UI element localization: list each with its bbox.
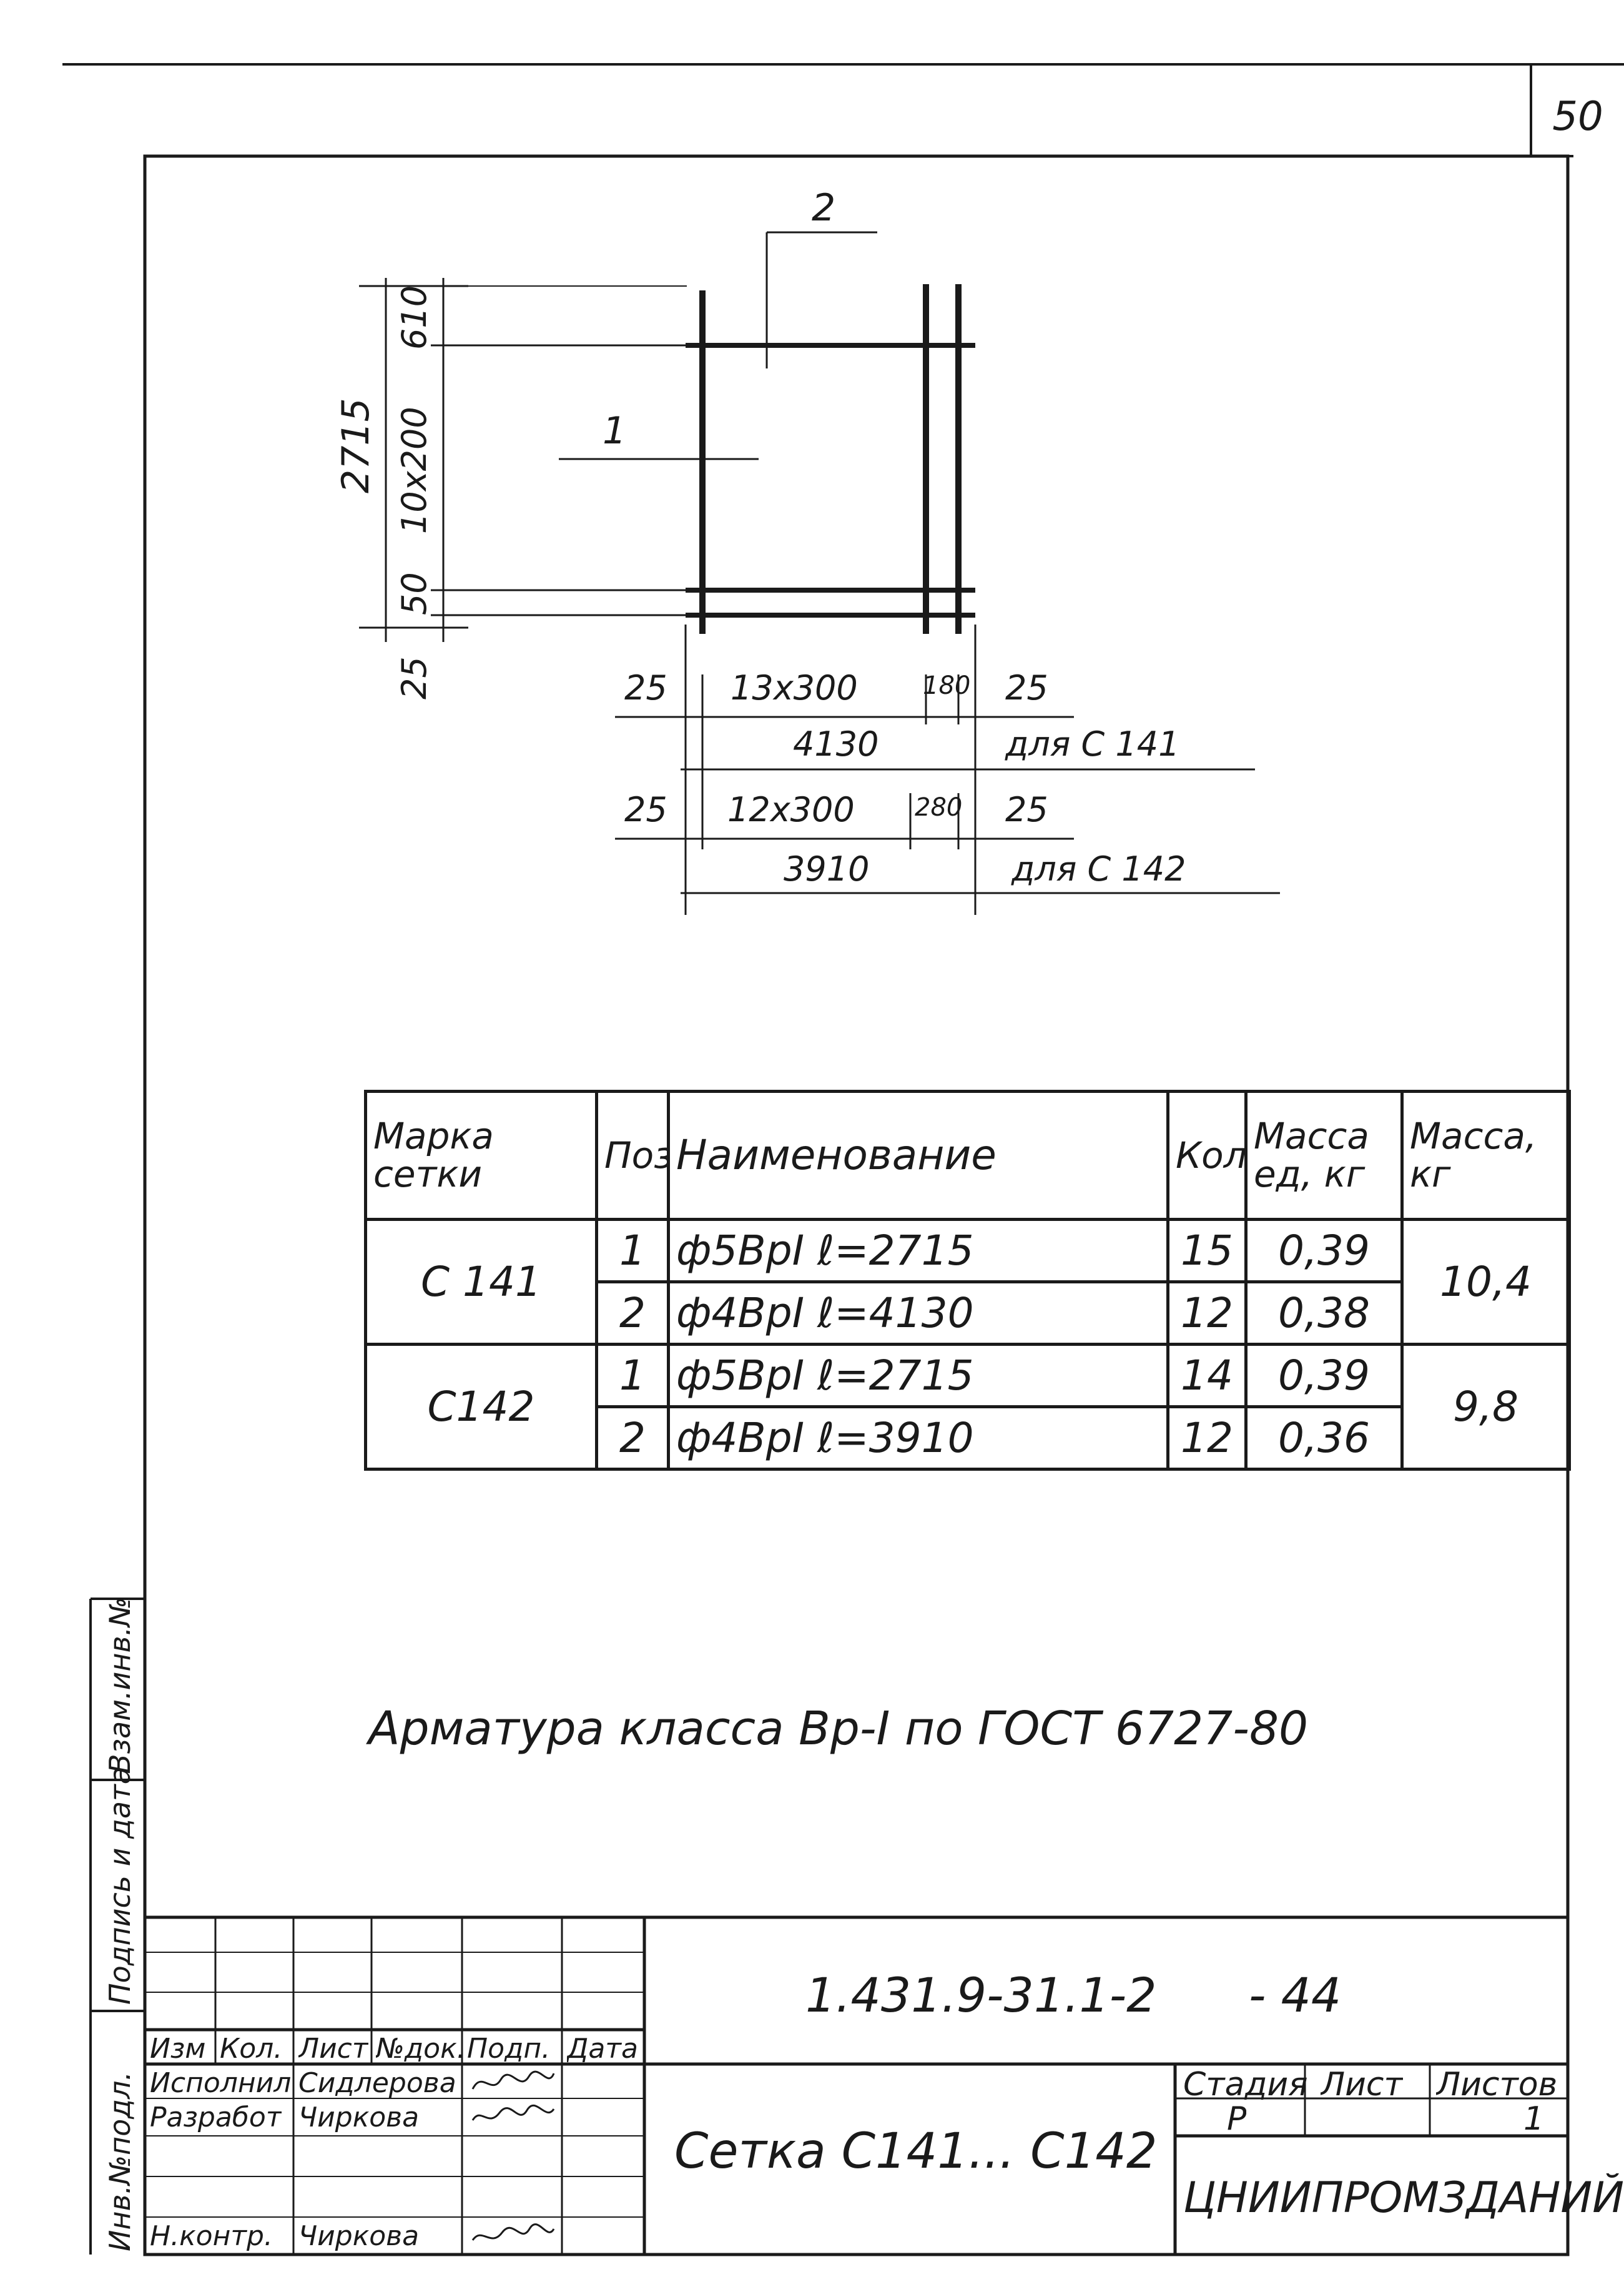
dim-c141-right: 25 (1005, 668, 1048, 708)
stage-header: Стадия (1183, 2066, 1308, 2103)
sheet-header: Лист (1321, 2066, 1403, 2103)
document-code: 1.431.9-31.1-2 (805, 1967, 1157, 2023)
dim-c141-left: 25 (624, 668, 667, 708)
header-mark: Марка сетки (364, 1090, 598, 1221)
row-qty: 12 (1166, 1280, 1248, 1346)
dim-c142-total: 3910 (784, 849, 870, 889)
sheets-header: Листов (1436, 2066, 1558, 2103)
dim-top: 610 (395, 285, 434, 350)
table-row: 2 ф4ВрI ℓ=3910 12 0,36 (366, 1405, 1570, 1471)
dim-c141-note: для С 141 (1005, 724, 1180, 764)
row-unit-mass: 0,39 (1244, 1343, 1404, 1408)
specification-table: Марка сетки Поз Наименование Кол Масса е… (364, 1090, 1571, 1471)
signature-mark (471, 2104, 555, 2121)
dim-lower: 50 (395, 572, 434, 615)
side-label-signature: Подпись и дата (103, 1766, 137, 2005)
row-qty: 15 (1166, 1218, 1248, 1283)
header-pos: Поз (595, 1090, 670, 1221)
position-label-1: 1 (603, 409, 627, 453)
group-mark: С 141 (364, 1218, 598, 1346)
col-header-kol: Кол. (220, 2033, 283, 2065)
sheets-value: 1 (1523, 2100, 1545, 2138)
organization-name: ЦНИИПРОМЗДАНИЙ (1183, 2173, 1624, 2223)
position-label-2: 2 (812, 186, 836, 230)
dim-total-height: 2715 (334, 398, 378, 493)
role-label: Разработ (150, 2102, 282, 2133)
signature-mark (471, 2223, 555, 2241)
row-pos: 1 (595, 1343, 670, 1408)
table-row: 2 ф4ВрI ℓ=4130 12 0,38 (366, 1280, 1570, 1346)
dim-c141-total: 4130 (793, 724, 879, 764)
role-label: Исполнил (150, 2067, 292, 2099)
col-header-izm: Изм (150, 2033, 206, 2065)
dim-c142-inner: 280 (915, 793, 963, 822)
group-mass: 10,4 (1400, 1218, 1571, 1346)
side-label-replace: Взам.инв.№ (103, 1596, 137, 1774)
col-header-data: Дата (567, 2033, 638, 2065)
role-name: Чиркова (298, 2102, 420, 2133)
dim-c141-span: 13x300 (731, 668, 858, 708)
signature-mark (471, 2070, 555, 2090)
dim-c142-right: 25 (1005, 790, 1048, 829)
col-header-ndok: №док. (376, 2033, 466, 2065)
stage-value: Р (1227, 2100, 1247, 2138)
col-header-podp: Подп. (467, 2033, 551, 2065)
role-name: Сидлерова (298, 2067, 456, 2099)
group-mass: 9,8 (1400, 1343, 1571, 1471)
dim-c141-inner: 180 (923, 671, 971, 700)
header-name: Наименование (667, 1090, 1169, 1221)
row-qty: 12 (1166, 1405, 1248, 1471)
row-unit-mass: 0,36 (1244, 1405, 1404, 1471)
sheet-number: - 44 (1249, 1967, 1342, 2023)
table-row: С 141 1 ф5ВрI ℓ=2715 15 0,39 10,4 (364, 1218, 1571, 1346)
row-pos: 2 (595, 1405, 670, 1471)
row-name: ф4ВрI ℓ=4130 (667, 1280, 1169, 1346)
row-pos: 2 (595, 1280, 670, 1346)
dim-mid: 10x200 (395, 407, 434, 534)
row-pos: 1 (595, 1218, 670, 1283)
drawing-title: Сетка С141... С142 (674, 2123, 1158, 2180)
dim-c142-left: 25 (624, 790, 667, 829)
role-label: Н.контр. (150, 2220, 273, 2252)
role-name: Чиркова (298, 2220, 420, 2252)
table-header-row: Марка сетки Поз Наименование Кол Масса е… (364, 1090, 1571, 1221)
row-name: ф4ВрI ℓ=3910 (667, 1405, 1169, 1471)
header-qty: Кол (1166, 1090, 1248, 1221)
row-name: ф5ВрI ℓ=2715 (667, 1218, 1169, 1283)
row-unit-mass: 0,38 (1244, 1280, 1404, 1346)
page-number: 50 (1552, 94, 1603, 140)
dim-c142-note: для С 142 (1011, 849, 1186, 889)
dim-bottom: 25 (395, 656, 434, 699)
row-unit-mass: 0,39 (1244, 1218, 1404, 1283)
col-header-list: Лист (298, 2033, 368, 2065)
row-name: ф5ВрI ℓ=2715 (667, 1343, 1169, 1408)
row-qty: 14 (1166, 1343, 1248, 1408)
side-label-inventory: Инв.№подл. (103, 2071, 137, 2251)
reinforcement-note: Арматура класса Вр-I по ГОСТ 6727-80 (368, 1702, 1309, 1756)
dim-c142-span: 12x300 (727, 790, 855, 829)
header-unit-mass: Масса ед, кг (1244, 1090, 1404, 1221)
group-mark: С142 (364, 1343, 598, 1471)
table-row: С142 1 ф5ВрI ℓ=2715 14 0,39 9,8 (364, 1343, 1571, 1471)
header-mass: Масса, кг (1400, 1090, 1571, 1221)
